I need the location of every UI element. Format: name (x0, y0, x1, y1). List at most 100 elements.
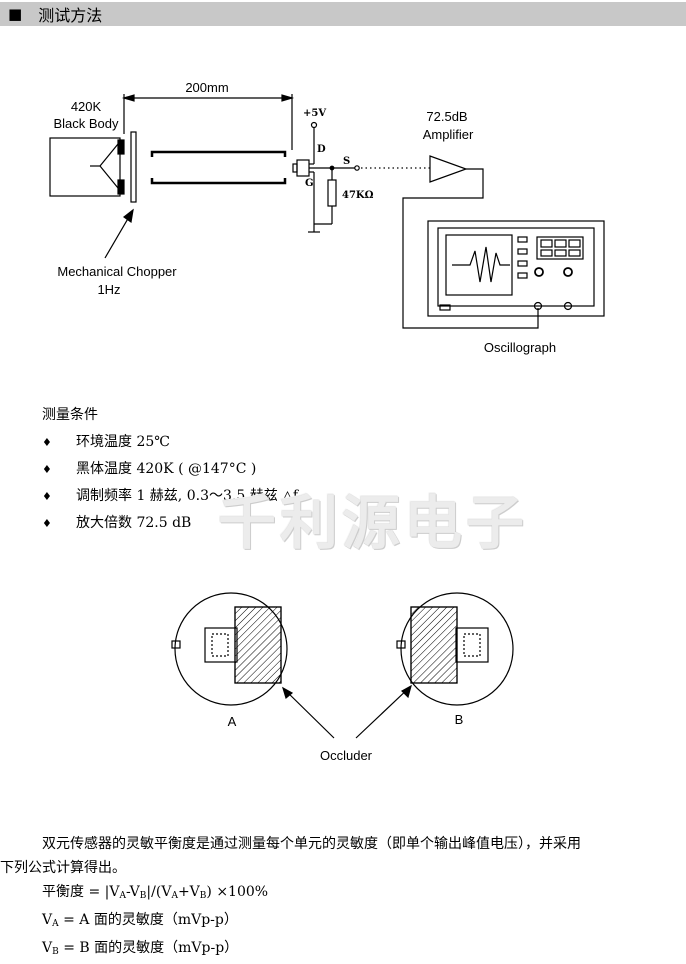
va-definition: VA = A 面的灵敏度（mVp-p） (0, 908, 686, 936)
amplifier-output-wire (402, 168, 539, 329)
vb-subscript: B (52, 947, 59, 957)
supply-terminal (310, 121, 318, 129)
formula-sub: A (119, 891, 126, 901)
condition-row: ♦ 环境温度 25℃ (42, 429, 302, 456)
scope-digit-1 (540, 239, 553, 248)
condition-value: 72.5 dB (136, 515, 192, 531)
condition-label: 环境温度 (76, 434, 132, 450)
load-resistor (327, 179, 337, 207)
description-line-2: 下列公式计算得出。 (0, 860, 126, 876)
sensor-b-lead (396, 640, 406, 649)
scope-button-3 (517, 260, 528, 267)
condition-value: 420K ( @147°C ) (136, 461, 257, 477)
sensor-a-element (211, 633, 229, 657)
scope-power-switch (439, 304, 451, 311)
conditions-heading: 测量条件 (42, 407, 98, 423)
condition-row: ♦ 调制频率 1 赫兹, 0.3～3.5 赫兹 △f, (42, 483, 302, 510)
description-line-1: 双元传感器的灵敏平衡度是通过测量每个单元的灵敏度（即单个输出峰值电压），并采用 (42, 836, 581, 852)
formula-part: +V (177, 884, 200, 900)
vb-symbol: V (42, 940, 53, 956)
supply-label: +5V (303, 108, 326, 119)
sensor-a-window (204, 627, 238, 663)
condition-row: ♦ 放大倍数 72.5 dB (42, 510, 302, 537)
scope-digit-6 (568, 249, 581, 257)
balance-description: 双元传感器的灵敏平衡度是通过测量每个单元的灵敏度（即单个输出峰值电压），并采用 … (0, 832, 686, 964)
section-header: ■ 测试方法 (0, 2, 686, 26)
sensor-b-label: B (455, 712, 464, 727)
sensor-a-lead (171, 640, 181, 649)
measurement-conditions: 测量条件 ♦ 环境温度 25℃ ♦ 黑体温度 420K ( @147°C ) ♦… (42, 402, 302, 537)
output-terminal (354, 165, 360, 171)
vb-definition: VB = B 面的灵敏度（mVp-p） (0, 936, 686, 964)
occluder-arrow-a (282, 686, 294, 700)
tube-bottom-wall (150, 178, 287, 185)
amp-gain-label: 72.5dB (426, 109, 467, 124)
pin-s-label: S (343, 156, 350, 167)
scope-digit-4 (540, 249, 553, 257)
scope-digit-3 (568, 239, 581, 248)
occluder-a (234, 606, 282, 684)
diamond-bullet-icon: ♦ (42, 436, 52, 449)
blackbody-aperture-top (117, 139, 125, 155)
section-title: 测试方法 (38, 6, 103, 25)
formula-part: = |V (84, 884, 120, 900)
blackbody-name-label: Black Body (53, 116, 119, 131)
condition-label: 黑体温度 (76, 461, 132, 477)
scope-button-2 (517, 248, 528, 255)
va-subscript: A (52, 919, 59, 929)
dimension-arrow-right (281, 94, 295, 102)
scope-knob-2 (563, 267, 573, 277)
va-definition-text: = A 面的灵敏度（mVp-p） (58, 912, 238, 928)
vb-definition-text: = B 面的灵敏度（mVp-p） (58, 940, 239, 956)
scope-input-jack-1 (533, 301, 543, 311)
chopper-name-label: Mechanical Chopper (57, 264, 177, 279)
formula-sub: B (199, 891, 207, 901)
formula-sub: A (171, 891, 178, 901)
sensor-a-label: A (228, 714, 237, 729)
pir-sensor (296, 159, 310, 177)
sensor-window (292, 163, 298, 173)
pin-d-label: D (317, 144, 326, 155)
pin-g-label: G (305, 178, 314, 189)
formula-part: -V (125, 884, 140, 900)
occluder-pointer-b (355, 685, 412, 739)
occluder-b (410, 606, 458, 684)
oscilloscope-body (427, 220, 605, 317)
square-bullet-icon: ■ (8, 5, 23, 23)
formula-part: ) ×100% (206, 884, 269, 900)
scope-display-panel (536, 236, 584, 260)
formula-part: |/(V (146, 884, 172, 900)
condition-row: ♦ 黑体温度 420K ( @147°C ) (42, 456, 302, 483)
condition-value: 1 赫兹, 0.3～3.5 赫兹 △f, (136, 488, 303, 504)
blackbody-cavity (99, 143, 119, 189)
scope-button-4 (517, 272, 528, 279)
sensor-a-outline (174, 592, 288, 706)
condition-label: 放大倍数 (76, 515, 132, 531)
formula-sub: B (139, 891, 147, 901)
condition-value: 25℃ (136, 434, 170, 450)
formula-label: 平衡度 (42, 884, 84, 900)
oscilloscope-screen (445, 234, 513, 296)
occluder-caption: Occluder (320, 748, 373, 763)
waveform-trace (452, 246, 510, 283)
blackbody-box (49, 137, 121, 197)
condition-label: 调制频率 (76, 488, 132, 504)
diamond-bullet-icon: ♦ (42, 490, 52, 503)
sensor-b-outline (400, 592, 514, 706)
mechanical-chopper (130, 131, 137, 203)
blackbody-aperture-bottom (117, 179, 125, 195)
scope-knob-1 (534, 267, 544, 277)
distance-label: 200mm (185, 80, 228, 95)
va-symbol: V (42, 912, 53, 928)
chopper-pointer-arrow (122, 208, 134, 224)
dimension-arrow-left (121, 94, 135, 102)
scope-digit-5 (554, 249, 567, 257)
scope-digit-2 (554, 239, 567, 248)
blackbody-temp-label: 420K (71, 99, 102, 114)
chopper-freq-label: 1Hz (97, 282, 120, 297)
sensor-b-window (455, 627, 489, 663)
resistor-label: 47KΩ (342, 190, 374, 201)
occluder-pointer-a (282, 687, 335, 739)
diamond-bullet-icon: ♦ (42, 517, 52, 530)
test-setup-diagram: 200mm 420K Black Body 72.5dB Amplifier M… (49, 80, 605, 763)
